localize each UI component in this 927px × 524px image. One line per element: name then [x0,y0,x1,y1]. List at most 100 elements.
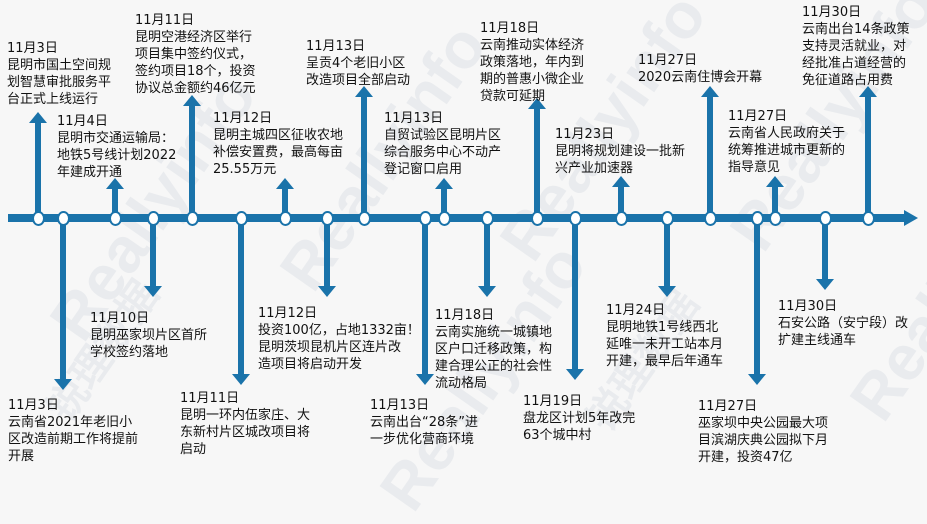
arrow-shaft [112,188,118,218]
event-date: 11月13日 [384,111,444,126]
timeline-node [615,211,628,226]
timeline-node [109,211,122,226]
event-text: 云南省2021年老旧小 区改造前期工作将提前 开展 [8,415,139,464]
arrow-shaft [189,105,195,218]
timeline-node [419,211,432,226]
event-date: 11月12日 [258,306,318,321]
arrow-up-icon [766,176,784,187]
event-text: 昆明巫家坝片区首所 学校签约落地 [90,328,208,360]
event-text: 昆明市交通运输局： 地铁5号线计划2022 年建成开通 [57,131,177,180]
arrow-shaft [618,186,624,218]
event-date: 11月18日 [435,308,495,323]
arrow-down-icon [478,286,496,297]
event-text: 呈贡4个老旧小区 改造项目全部启动 [306,56,411,88]
arrow-down-icon [54,379,72,390]
event-date: 11月10日 [90,311,150,326]
timeline-event: 11月12日昆明主城四区征收农地 补偿安置费，最高每亩 25.55万元 [213,110,343,178]
event-text: 自贸试验区昆明片区 综合服务中心不动产 登记窗口启用 [384,128,502,177]
timeline-node [438,211,451,226]
timeline-node [186,211,199,226]
timeline-node [57,211,70,226]
arrow-shaft [484,218,490,287]
event-text: 昆明主城四区征收农地 补偿安置费，最高每亩 25.55万元 [213,128,344,177]
timeline-event: 11月11日昆明空港经济区举行 项目集中签约仪式， 签约项目18个，投资 协议总… [135,12,256,97]
arrow-shaft [35,122,41,218]
event-date: 11月23日 [555,127,615,142]
arrow-shaft [534,108,540,218]
event-date: 11月4日 [57,114,108,129]
timeline-node [569,211,582,226]
timeline-node [862,211,875,226]
arrow-shaft [422,218,428,375]
timeline-event: 11月3日昆明市国土空间规 划智慧审批服务平 台正式上线运行 [7,40,111,108]
event-date: 11月12日 [213,111,273,126]
timeline-node [481,211,494,226]
arrow-up-icon [528,98,546,109]
timeline-event: 11月27日 2020云南住博会开幕 [638,52,762,86]
arrow-shaft [324,218,330,287]
event-date: 11月27日 [698,399,758,414]
arrow-up-icon [355,86,373,97]
arrow-shaft [150,218,156,287]
arrow-down-icon [658,286,676,297]
arrow-shaft [572,218,578,370]
event-date: 11月18日 [480,21,540,36]
arrow-up-icon [106,178,124,189]
arrow-shaft [282,188,288,218]
timeline-axis [8,214,906,222]
event-date: 11月13日 [370,398,430,413]
timeline-event: 11月23日昆明将规划建设一批新 兴产业加速器 [555,126,685,177]
timeline-event: 11月27日云南省人民政府关于 统筹推进城市更新的 指导意见 [728,108,845,176]
timeline-event: 11月30日 石安公路（安宁段）改 扩建主线通车 [778,298,908,349]
arrow-down-icon [416,374,434,385]
timeline-node [32,211,45,226]
arrow-down-icon [748,374,766,385]
event-text: 云南出台14条政策 支持灵活就业，对 经批准占道经营的 免征道路占用费 [802,22,910,88]
timeline-node [661,211,674,226]
timeline-event: 11月11日昆明一环内伍家庄、大 东新村片区城改项目将 启动 [180,390,310,458]
arrow-shaft [707,96,713,218]
arrow-up-icon [859,86,877,97]
event-text: 巫家坝中央公园最大项 目滨湖庆典公园拟下月 开建，投资47亿 [698,416,829,465]
event-date: 11月27日 [728,109,788,124]
timeline-event: 11月18日云南推动实体经济 政策落地，年内到 期的普惠小微企业 贷款可延期 [480,20,584,105]
arrow-up-icon [276,178,294,189]
event-text: 昆明市国土空间规 划智慧审批服务平 台正式上线运行 [7,58,112,107]
event-text: 投资100亿，占地1332亩！ 昆明茨坝昆机片区连片改 造项目将启动开发 [258,323,420,372]
arrow-shaft [754,218,760,375]
arrow-down-icon [232,374,250,385]
timeline-node [769,211,782,226]
event-date: 11月27日 [638,53,698,68]
event-date: 11月19日 [523,394,583,409]
arrow-shaft [238,218,244,375]
arrow-down-icon [318,286,336,297]
timeline-node [819,211,832,226]
event-text: 云南出台“28条”进 一步优化营商环境 [370,415,479,447]
timeline-event: 11月4日昆明市交通运输局： 地铁5号线计划2022 年建成开通 [57,113,176,181]
event-date: 11月24日 [606,303,666,318]
timeline-node [279,211,292,226]
timeline-event: 11月30日云南出台14条政策 支持灵活就业，对 经批准占道经营的 免征道路占用… [802,4,910,89]
arrow-shaft [664,218,670,287]
timeline-node [358,211,371,226]
arrow-up-icon [435,178,453,189]
event-text: 云南推动实体经济 政策落地，年内到 期的普惠小微企业 贷款可延期 [480,38,585,104]
event-text: 昆明将规划建设一批新 兴产业加速器 [555,144,686,176]
event-text: 2020云南住博会开幕 [638,70,763,85]
timeline-node [531,211,544,226]
timeline-node [235,211,248,226]
arrow-shaft [865,96,871,218]
event-text: 盘龙区计划5年改完 63个城中村 [523,411,636,443]
event-date: 11月11日 [135,13,195,28]
timeline-event: 11月13日呈贡4个老旧小区 改造项目全部启动 [306,38,410,89]
timeline-event: 11月19日盘龙区计划5年改完 63个城中村 [523,393,635,444]
event-date: 11月3日 [8,398,59,413]
arrow-down-icon [144,286,162,297]
timeline-event: 11月12日投资100亿，占地1332亩！ 昆明茨坝昆机片区连片改 造项目将启动… [258,305,420,373]
timeline-event: 11月27日巫家坝中央公园最大项 目滨湖庆典公园拟下月 开建，投资47亿 [698,398,828,466]
arrow-shaft [822,218,828,280]
timeline-event: 11月10日昆明巫家坝片区首所 学校签约落地 [90,310,207,361]
event-text: 昆明空港经济区举行 项目集中签约仪式， 签约项目18个，投资 协议总金额约46亿… [135,30,256,96]
arrow-down-icon [816,279,834,290]
timeline-event: 11月3日 云南省2021年老旧小 区改造前期工作将提前 开展 [8,397,138,465]
